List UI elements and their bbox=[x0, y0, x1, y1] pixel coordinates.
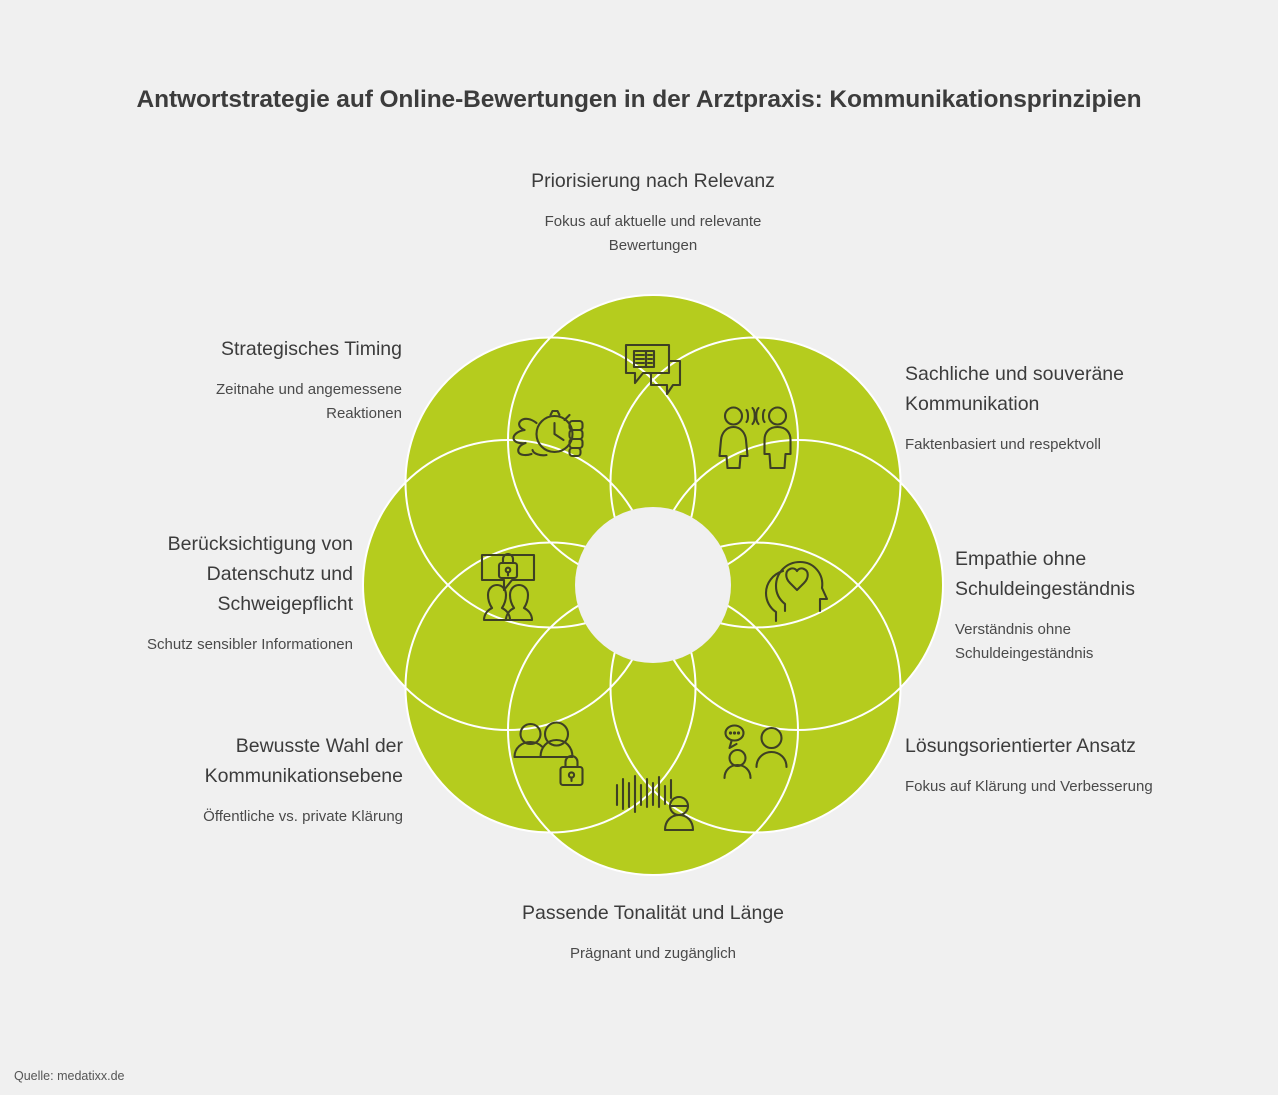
node-title: Passende Tonalität und Länge bbox=[521, 902, 785, 924]
node-title: Strategisches Timing bbox=[221, 338, 402, 360]
node-label-passende-tonalitaet-und-laenge[interactable]: Passende Tonalität und Länge Prägnant un… bbox=[503, 898, 803, 966]
padlock-bubble-people-icon bbox=[480, 553, 536, 622]
node-label-bewusste-wahl-der-kommunikationsebene[interactable]: Bewusste Wahl der Kommunikationsebene Öf… bbox=[135, 731, 403, 829]
rosette-outlines bbox=[362, 294, 944, 876]
node-title: Bewusste Wahl der Kommunikationsebene bbox=[204, 735, 403, 787]
circle-rosette bbox=[362, 294, 944, 876]
node-label-strategisches-timing[interactable]: Strategisches Timing Zeitnahe und angeme… bbox=[170, 334, 402, 426]
two-people-talking-icon bbox=[718, 406, 792, 470]
page-title: Antwortstrategie auf Online-Bewertungen … bbox=[136, 86, 1142, 113]
node-label-beruecksichtigung-von-datenschutz-und-schweigepflicht[interactable]: Berücksichtigung von Datenschutz und Sch… bbox=[115, 529, 353, 657]
node-title: Sachliche und souveräne Kommunikation bbox=[905, 363, 1124, 415]
node-description: Verständnis ohne Schuldeingeständnis bbox=[955, 621, 1094, 662]
speech-bubbles-chart-icon bbox=[624, 343, 682, 396]
node-label-priorisierung-nach-relevanz[interactable]: Priorisierung nach Relevanz Fokus auf ak… bbox=[503, 166, 803, 258]
node-description: Zeitnahe und angemessene Reaktionen bbox=[216, 381, 402, 422]
node-description: Fokus auf Klärung und Verbesserung bbox=[905, 778, 1153, 795]
people-speech-bubble-icon bbox=[723, 724, 788, 780]
rosette-circle-upper-left[interactable] bbox=[405, 337, 696, 628]
source-attribution: Quelle: medatixx.de bbox=[14, 1069, 125, 1083]
node-label-sachliche-und-souveraene-kommunikation[interactable]: Sachliche und souveräne Kommunikation Fa… bbox=[905, 359, 1185, 457]
node-title: Empathie ohne Schuldeingeständnis bbox=[955, 548, 1135, 600]
node-title: Priorisierung nach Relevanz bbox=[531, 170, 775, 192]
node-description: Schutz sensibler Informationen bbox=[147, 636, 353, 653]
node-description: Fokus auf aktuelle und relevante Bewertu… bbox=[544, 213, 762, 254]
node-description: Prägnant und zugänglich bbox=[570, 945, 736, 962]
node-description: Faktenbasiert und respektvoll bbox=[905, 436, 1101, 453]
node-label-loesungsorientierter-ansatz[interactable]: Lösungsorientierter Ansatz Fokus auf Klä… bbox=[905, 731, 1155, 799]
two-people-padlock-icon bbox=[513, 721, 584, 787]
node-label-empathie-ohne-schuldeingestaendnis[interactable]: Empathie ohne Schuldeingeständnis Verstä… bbox=[955, 544, 1195, 666]
head-with-heart-icon bbox=[764, 560, 829, 623]
person-soundwave-icon bbox=[615, 774, 695, 832]
hand-stopwatch-icon bbox=[512, 409, 584, 458]
node-title: Berücksichtigung von Datenschutz und Sch… bbox=[167, 533, 353, 615]
node-title: Lösungsorientierter Ansatz bbox=[905, 735, 1136, 757]
node-description: Öffentliche vs. private Klärung bbox=[203, 808, 403, 825]
